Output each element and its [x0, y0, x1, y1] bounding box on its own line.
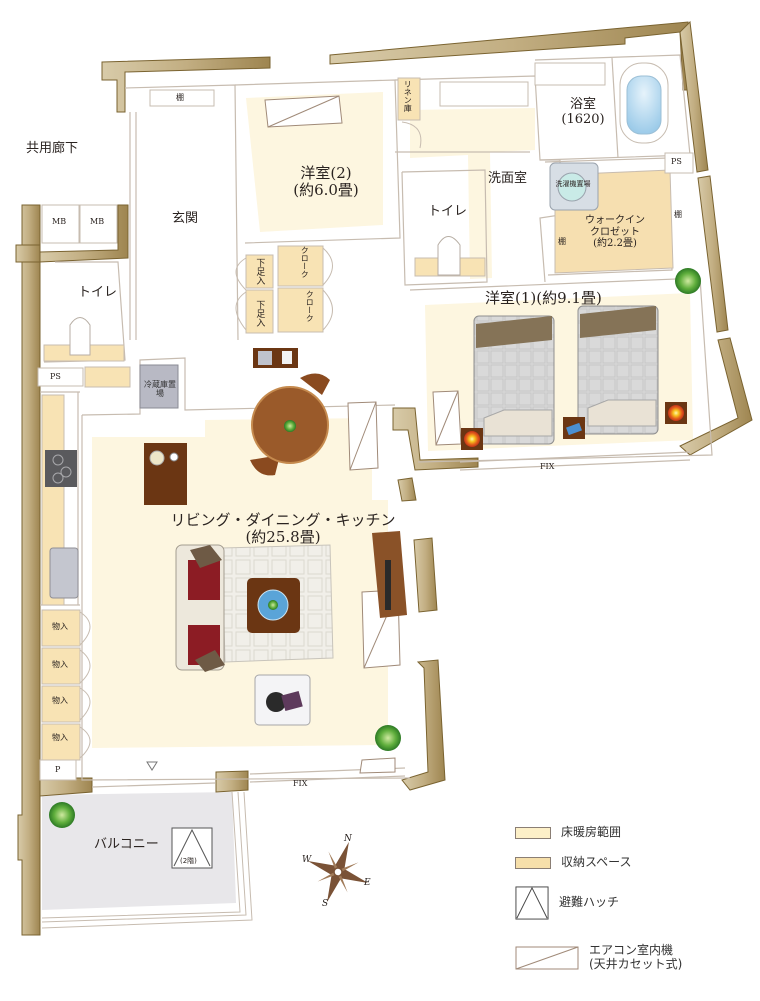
compass-w: W — [302, 855, 312, 865]
western-room-2-floor — [246, 92, 383, 232]
washing-machine-icon — [549, 162, 599, 211]
plant-icons — [49, 268, 701, 828]
mb-box-2 — [79, 204, 118, 244]
bathtub-icon — [619, 62, 669, 144]
legend-item-storage: 収納スペース — [515, 855, 632, 870]
exterior-walls — [15, 20, 753, 936]
label-cloak-2: クローク — [305, 290, 315, 322]
toilet-left-icon — [69, 317, 91, 356]
legend-item-escape-hatch: 避難ハッチ — [515, 886, 619, 920]
compass-s: S — [322, 899, 329, 909]
label-fix-living: FIX — [293, 779, 308, 788]
label-bathroom: 浴室 (1620) — [561, 97, 605, 127]
bed-1-icon — [473, 315, 555, 445]
label-mb-1: MB — [52, 217, 67, 226]
compass-icon — [307, 841, 369, 903]
kitchen-island-icon — [144, 443, 187, 505]
label-cloak-1: クローク — [300, 246, 310, 278]
compass-e: E — [364, 878, 371, 888]
label-washer: 洗濯機置場 — [555, 180, 591, 188]
ps-box-right — [664, 152, 694, 174]
label-shoe-2: 下足入 — [254, 300, 265, 327]
bed-2-icon — [577, 305, 659, 435]
label-storage-4: 物入 — [52, 733, 68, 742]
entrance-marker-icon — [146, 761, 158, 771]
lamp-icons — [461, 402, 687, 450]
label-entrance: 玄関 — [172, 211, 199, 226]
legend-ac-line1: エアコン室内機 — [589, 943, 674, 957]
ps-box-left — [37, 367, 84, 387]
coffee-table-icon — [247, 578, 300, 633]
dining-table-icon — [250, 373, 330, 476]
label-walk-in-closet: ウォークイン クロゼット (約2.2畳) — [585, 215, 645, 249]
label-washroom: 洗面室 — [488, 171, 528, 186]
label-toilet-left: トイレ — [78, 285, 118, 300]
label-western-room-2: 洋室(2) (約6.0畳) — [293, 164, 359, 200]
escape-hatch-legend-icon — [515, 886, 549, 920]
toilet-center-icon — [437, 236, 461, 276]
label-fridge: 冷蔵庫置場 — [144, 380, 176, 399]
legend-ac-line2: (天井カセット式) — [589, 956, 683, 971]
armchair-icon — [254, 674, 311, 726]
p-box — [39, 759, 77, 781]
label-p: P — [55, 765, 61, 774]
label-storage-2: 物入 — [52, 660, 68, 669]
escape-hatch-icon — [171, 827, 213, 869]
label-balcony: バルコニー — [94, 837, 159, 852]
ac-unit-legend-icon — [515, 946, 579, 970]
washroom-floor — [410, 108, 535, 279]
label-shelf-wic-left: 棚 — [558, 237, 566, 246]
stove-icon — [45, 450, 77, 487]
legend-item-ac-unit: エアコン室内機 (天井カセット式) — [515, 943, 683, 972]
mb-box-1 — [41, 204, 80, 244]
compass-n: N — [344, 834, 352, 844]
label-western-room-1: 洋室(1)(約9.1畳) — [485, 289, 602, 307]
label-hatch-floor: (2階) — [180, 857, 197, 865]
phone-desk-icon — [253, 348, 298, 368]
label-shelf-wic-right: 棚 — [674, 210, 682, 219]
balcony-floor — [42, 792, 236, 910]
label-toilet-center: トイレ — [428, 204, 468, 219]
label-common-corridor: 共用廊下 — [26, 141, 79, 156]
sink-icon — [49, 547, 79, 599]
label-linen: リネン庫 — [403, 80, 413, 112]
label-storage-3: 物入 — [52, 696, 68, 705]
fridge-icon — [139, 364, 179, 409]
shelf-entrance — [149, 89, 215, 107]
sofa-icon — [175, 544, 225, 672]
legend-swatch-floor-heating — [515, 826, 551, 839]
label-ps-left: PS — [50, 372, 61, 381]
label-mb-2: MB — [90, 217, 105, 226]
label-shoe-1: 下足入 — [254, 258, 265, 285]
door-swings — [79, 121, 422, 759]
legend-swatch-storage — [515, 856, 551, 869]
legend-item-floor-heating: 床暖房範囲 — [515, 825, 621, 840]
tv-stand-icon — [372, 531, 407, 618]
label-ldk: リビング・ダイニング・キッチン (約25.8畳) — [170, 511, 396, 547]
label-storage-1: 物入 — [52, 622, 68, 631]
label-ps-right: PS — [671, 157, 682, 166]
label-fix-bedroom: FIX — [540, 462, 555, 471]
label-shelf-entrance: 棚 — [176, 93, 184, 102]
